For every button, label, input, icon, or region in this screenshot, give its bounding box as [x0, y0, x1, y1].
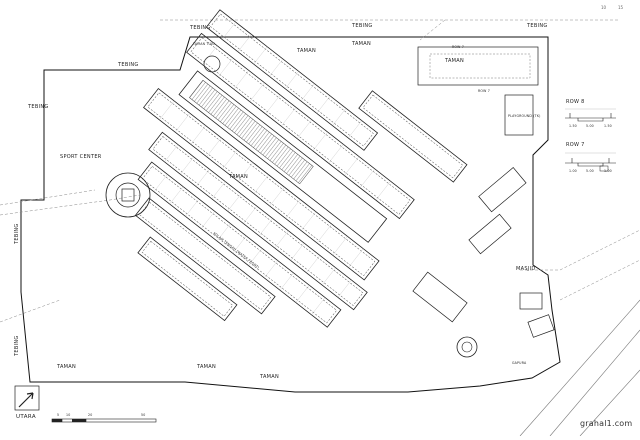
scale-tick: 50 — [141, 413, 145, 417]
section-row8: ROW 8 1.50 5.00 1.50 — [565, 99, 616, 128]
right-blocks — [412, 167, 555, 338]
scale-tick: 10 — [66, 413, 70, 417]
section-dim: 1.50 — [604, 124, 612, 128]
watermark-text: grahal1.com — [580, 419, 632, 428]
label-row7: ROW 7 — [478, 89, 490, 93]
label-gapura: GAPURA — [512, 361, 527, 365]
north-label: UTARA — [16, 414, 36, 420]
label-row7: ROW 7 — [452, 45, 464, 49]
roundabout-top-left — [203, 55, 221, 73]
label-taman: TAMAN — [56, 364, 76, 370]
label-taman: TAMAN — [296, 48, 316, 54]
scale-tick: 20 — [88, 413, 92, 417]
label-tebing: TEBING — [117, 62, 139, 68]
contour-lines — [0, 19, 640, 323]
roundabout-gapura — [456, 336, 478, 358]
section-dim: 1.50 — [569, 124, 577, 128]
section-dim: 1.00 — [604, 169, 612, 173]
label-tebing: TEBING — [351, 23, 373, 29]
label-sport-center: SPORT CENTER — [60, 154, 102, 160]
label-taman-tuju: TAMAN TUJU — [192, 42, 215, 46]
label-taman: TAMAN — [228, 174, 248, 180]
page-number: 10 — [601, 5, 607, 10]
section-title: ROW 7 — [566, 142, 585, 148]
label-playground: PLAYGROUND (TK) — [508, 114, 541, 118]
section-dim: 5.00 — [586, 124, 594, 128]
label-taman: TAMAN — [259, 374, 279, 380]
label-tebing: TEBING — [526, 23, 548, 29]
scale-bar: 5 10 20 50 — [51, 413, 157, 423]
label-taman: TAMAN — [444, 58, 464, 64]
label-taman: TAMAN — [196, 364, 216, 370]
label-tebing: TEBING — [14, 223, 20, 245]
label-tebing: TEBING — [14, 335, 20, 357]
label-kolam: KOLAM TENGAH (WATER FRONT) — [212, 231, 260, 269]
page-number: 15 — [618, 5, 624, 10]
row7-block — [417, 46, 539, 136]
scale-tick: 5 — [57, 413, 59, 417]
bottom-right-slopes — [519, 299, 640, 437]
label-tebing: TEBING — [27, 104, 49, 110]
label-taman: TAMAN — [351, 41, 371, 47]
label-tebing: TEBING — [189, 25, 211, 31]
roundabout-sport-center — [105, 172, 151, 218]
label-masjid: MASJID — [516, 266, 536, 272]
north-arrow-icon: UTARA — [14, 385, 40, 420]
section-row7: ROW 7 1.00 5.00 1.00 — [565, 142, 616, 173]
site-boundary — [20, 36, 561, 393]
section-dim: 1.00 — [569, 169, 577, 173]
block-grid — [134, 9, 468, 328]
section-title: ROW 8 — [566, 99, 585, 105]
section-dim: 5.00 — [586, 169, 594, 173]
plot-lines — [153, 22, 391, 315]
